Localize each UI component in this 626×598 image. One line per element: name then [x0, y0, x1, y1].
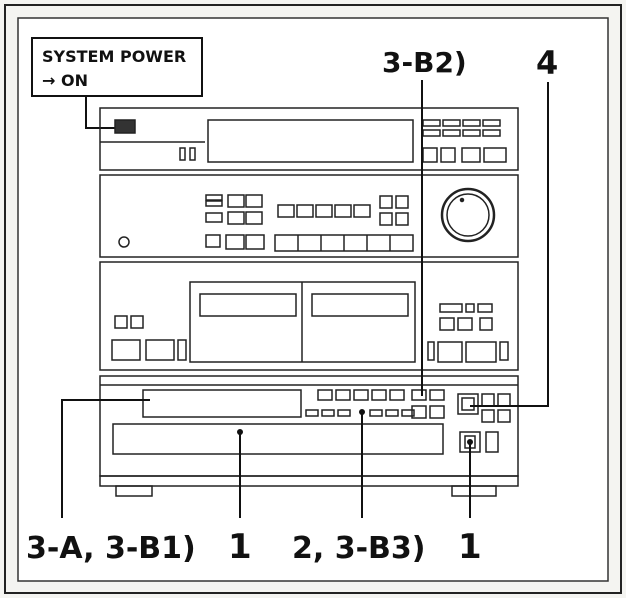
cassette-window-b [311, 293, 409, 317]
label-2-3-b3: 2, 3-B3) [292, 531, 426, 566]
label-1-right: 1 [458, 527, 482, 567]
top-display [207, 119, 414, 163]
callout-line1: SYSTEM POWER [42, 47, 186, 66]
unit-cassette-deck [99, 261, 519, 371]
label-4: 4 [536, 44, 558, 82]
leader-3a [61, 399, 150, 518]
headphone-jack [118, 236, 130, 248]
unit-top-deck [99, 107, 519, 171]
leader-4 [470, 82, 549, 407]
callout-line2: → ON [42, 71, 88, 90]
inner-frame [17, 17, 609, 582]
cd-tray[interactable] [112, 423, 444, 455]
system-power-callout: SYSTEM POWER → ON [31, 37, 203, 129]
unit-cd-player [99, 375, 519, 497]
leader-lines [61, 80, 549, 518]
cd-display [142, 389, 302, 418]
label-3-a-3-b1: 3-A, 3-B1) [26, 531, 196, 566]
cassette-window-a [199, 293, 297, 317]
label-3-b2: 3-B2) [382, 46, 467, 79]
power-switch[interactable] [114, 119, 136, 134]
unit-amplifier [99, 174, 519, 258]
volume-knob[interactable] [440, 187, 496, 243]
label-1-left: 1 [228, 527, 252, 567]
